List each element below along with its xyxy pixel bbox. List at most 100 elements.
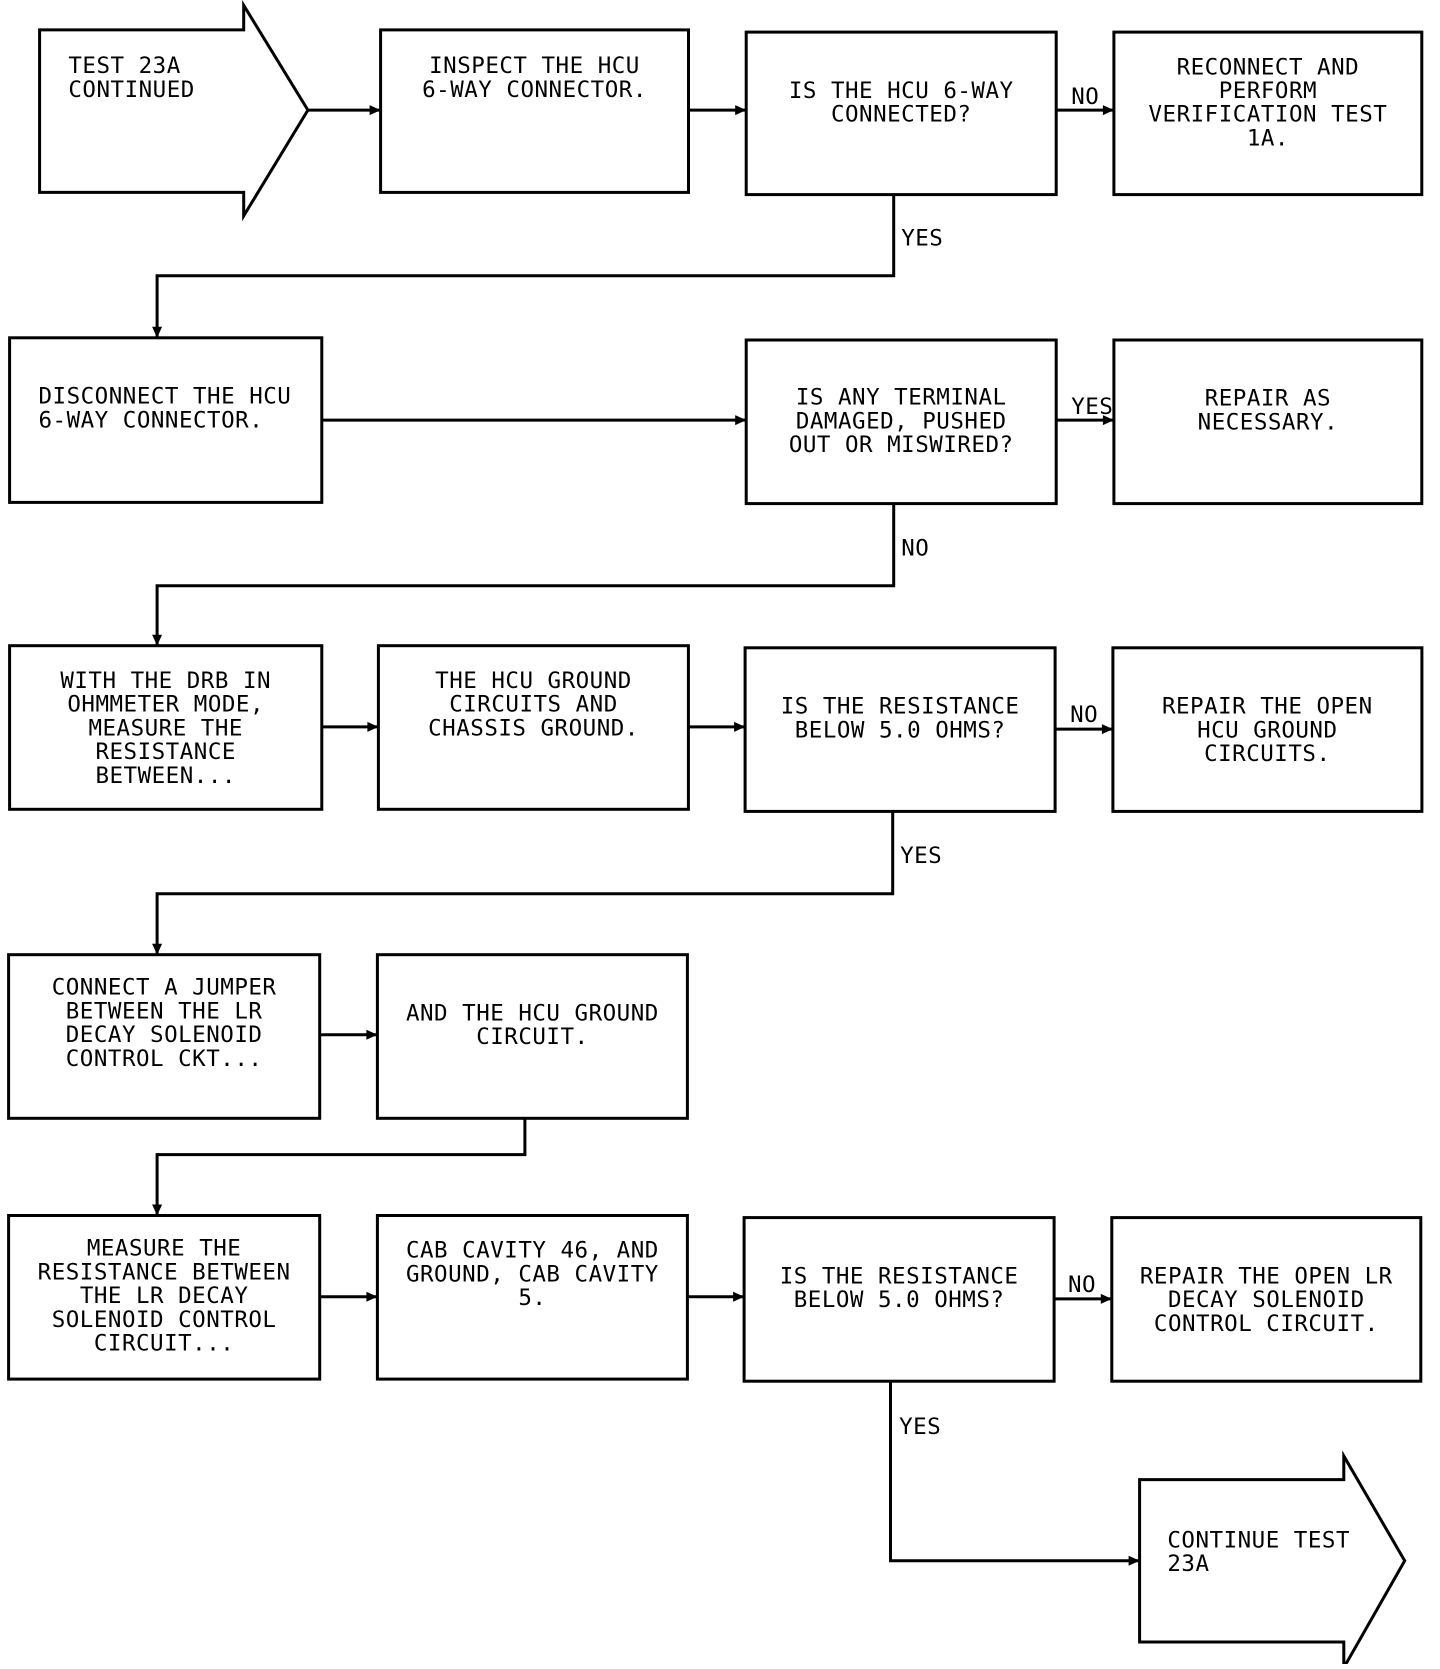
node-text-line: CONNECTED? [831, 102, 971, 128]
node-text-line: 5. [518, 1285, 546, 1311]
decision-box [743, 646, 1057, 813]
connector-line [155, 811, 895, 955]
arrowhead [366, 1291, 378, 1302]
edge-disconnect-to-q_terminal [321, 415, 747, 426]
node-text-line: BELOW 5.0 OHMS? [795, 717, 1006, 743]
connector-line [889, 1381, 1140, 1563]
node-text-line: CONTINUED [68, 77, 194, 103]
arrowhead [152, 1204, 163, 1216]
node-text-line: REPAIR AS [1205, 386, 1331, 412]
node-text-line: AND THE HCU GROUND [406, 1000, 659, 1026]
edge-inspect-to-q_connected [688, 105, 747, 116]
node-text-line: 1A. [1247, 126, 1289, 152]
connector-line [155, 503, 896, 646]
node-text-line: VERIFICATION TEST [1149, 102, 1388, 128]
edge-label-yes: YES [900, 843, 942, 869]
process-box [379, 28, 690, 194]
node-text-line: HCU GROUND [1197, 717, 1337, 743]
node-text-line: CONTINUE TEST [1167, 1527, 1350, 1553]
process-box [1110, 1216, 1423, 1383]
node-text-line: TEST 23A [68, 53, 180, 79]
node-text-line: DAMAGED, PUSHED [796, 408, 1007, 434]
node-text-line: CIRCUITS AND [449, 692, 618, 718]
edge-label-no: NO [901, 535, 929, 561]
block-arrow-shape [38, 0, 310, 222]
arrowhead [734, 721, 746, 732]
node-text-line: CONTROL CIRCUIT. [1154, 1311, 1379, 1337]
node-text-line: NECESSARY. [1198, 409, 1338, 435]
node-text-line: THE LR DECAY [80, 1283, 249, 1309]
arrowhead [369, 105, 381, 116]
arrowhead [152, 634, 163, 646]
node-text-line: CONTROL CKT... [66, 1046, 263, 1072]
edge-hcu_ground-to-measure [152, 1118, 527, 1216]
node-text-line: BELOW 5.0 OHMS? [794, 1287, 1005, 1313]
process-box [375, 1214, 689, 1381]
node-text-line: RECONNECT AND [1177, 54, 1360, 80]
node-text-line: THE HCU GROUND [435, 668, 632, 694]
edge-with_drb-to-ground_ckts [321, 721, 379, 732]
node-text-line: 6-WAY CONNECTOR. [422, 77, 647, 103]
process-box [1112, 338, 1424, 506]
arrowhead [367, 721, 379, 732]
edge-q_connected-to-reconnect [1056, 105, 1114, 116]
edge-q_res2-to-end [889, 1381, 1140, 1566]
edge-label-yes: YES [901, 225, 943, 251]
node-text-line: CIRCUIT. [476, 1024, 588, 1050]
node-text-line: CHASSIS GROUND. [428, 715, 639, 741]
node-text-line: CONNECT A JUMPER [52, 975, 277, 1001]
node-text-line: RESISTANCE [95, 739, 235, 765]
arrowhead [1102, 105, 1114, 116]
node-text-line: OHMMETER MODE, [67, 692, 264, 718]
arrowhead [1101, 724, 1113, 735]
arrowhead [152, 326, 163, 338]
node-text-line: PERFORM [1219, 78, 1317, 104]
node-text-line: 23A [1167, 1551, 1209, 1577]
node-text-line: MEASURE THE [88, 715, 243, 741]
edge-ground_ckts-to-q_res1 [688, 721, 746, 732]
block-arrow-shape [1138, 1450, 1407, 1669]
edge-q_res1-to-jumper [152, 811, 895, 955]
process-box [7, 953, 322, 1120]
connector-line [155, 1118, 527, 1216]
arrowhead [733, 1291, 745, 1302]
arrowhead [1100, 1293, 1112, 1304]
edge-label-no: NO [1071, 84, 1099, 110]
edge-q_terminal-to-repair_nec [1056, 415, 1114, 426]
process-box [1112, 30, 1424, 197]
decision-box [744, 338, 1058, 506]
node-text-line: CIRCUIT... [94, 1331, 234, 1357]
edge-q_res2-to-repair_lr [1054, 1293, 1112, 1304]
process-box [8, 644, 324, 811]
node-text-line: SOLENOID CONTROL [52, 1307, 277, 1333]
edge-q_terminal-to-with_drb [152, 503, 896, 646]
node-text-line: BETWEEN... [95, 763, 235, 789]
node-text-line: IS THE RESISTANCE [781, 694, 1020, 720]
node-text-line: INSPECT THE HCU [429, 53, 640, 79]
process-box [1111, 646, 1424, 813]
arrowhead [735, 105, 747, 116]
node-text-line: CIRCUITS. [1204, 741, 1330, 767]
node-text-line: DECAY SOLENOID [1168, 1287, 1365, 1313]
process-box [375, 953, 689, 1120]
node-text-line: OUT OR MISWIRED? [789, 432, 1014, 458]
edge-measure-to-cab [319, 1291, 378, 1302]
node-text-line: REPAIR THE OPEN [1162, 694, 1373, 720]
edge-label-yes: YES [1071, 394, 1113, 420]
node-text-line: MEASURE THE [87, 1236, 242, 1262]
connector-line [155, 194, 896, 338]
arrowhead [366, 1029, 378, 1040]
